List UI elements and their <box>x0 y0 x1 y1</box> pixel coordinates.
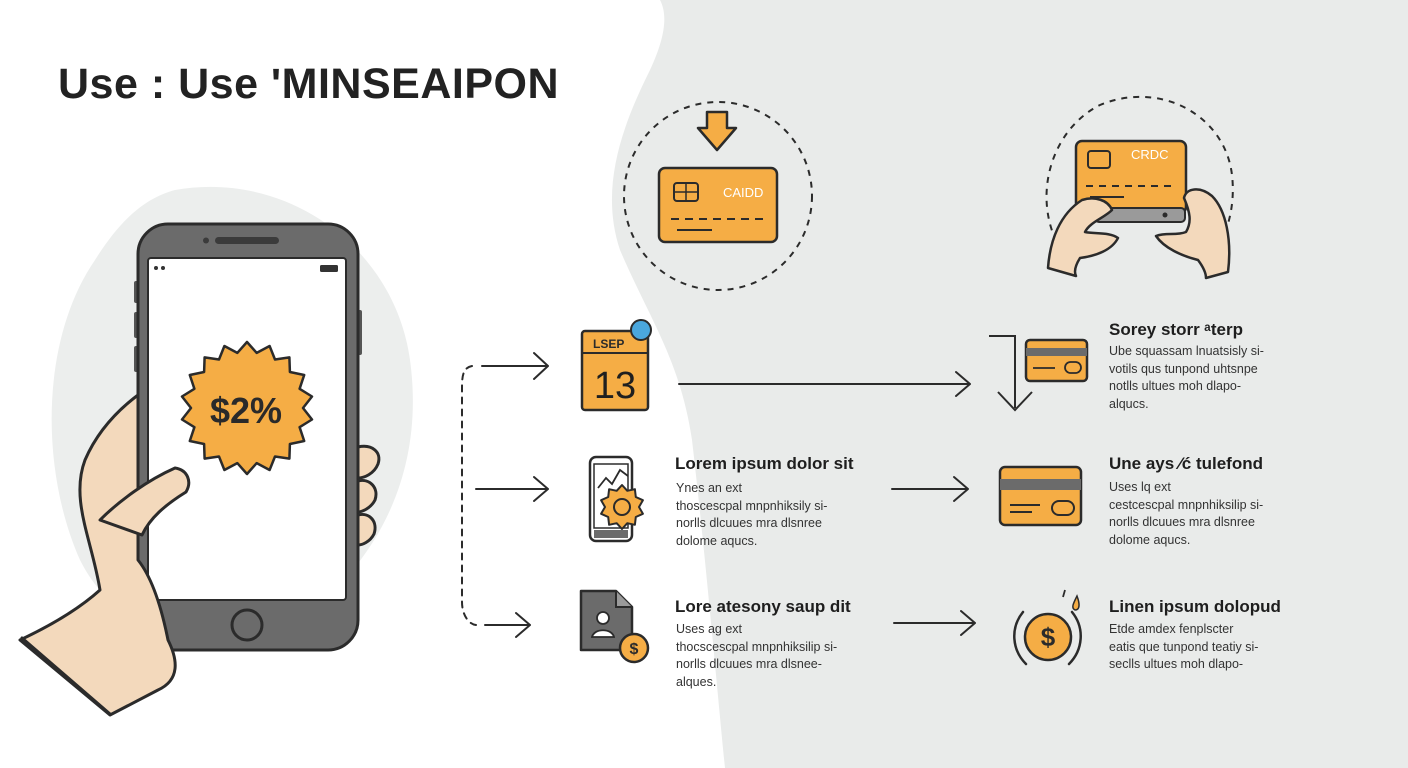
document-user-icon: $ <box>579 589 650 664</box>
credit-card-icon <box>998 465 1083 527</box>
desc-line: Ube squassam lnuatsisly si- <box>1109 344 1264 358</box>
desc-line: votils qus tunpond uhtsnpe <box>1109 361 1258 376</box>
hands-card-label: CRDC <box>1131 147 1169 162</box>
step-2-heading: Lorem ipsum dolor sit <box>675 454 854 473</box>
card-in-hands-icon <box>1045 95 1234 280</box>
coin-icon <box>618 632 650 664</box>
discount-badge-text: $2% <box>210 390 282 431</box>
desc-line: cestcescpal mnpnhiksilip si- <box>1109 497 1264 512</box>
desc-line: thocscescpal mnpnhiksilip si- <box>676 639 838 654</box>
result-1-heading: Sorey storr ᵃterp <box>1109 320 1243 339</box>
desc-line: thoscescpal mnpnhiksily si- <box>676 498 828 513</box>
desc-line: dolome aqucs. <box>676 533 758 548</box>
svg-text:$: $ <box>1041 622 1056 652</box>
arrow-step3-result <box>893 610 976 636</box>
desc-line: Uses ag ext <box>676 622 743 636</box>
step-3-description: Uses ag ext thocscescpal mnpnhiksilip si… <box>676 621 876 691</box>
result-1-description: Ube squassam lnuatsisly si- votils qus t… <box>1109 343 1309 413</box>
arrow-step-1 <box>481 352 549 380</box>
refund-coin-icon: $ <box>1013 589 1082 666</box>
step-2-description: Ynes an ext thoscescpal mnpnhiksily si- … <box>676 480 876 550</box>
desc-line: seclls ultues moh dlapo- <box>1109 657 1244 671</box>
desc-line: eatis que tunpond teatiy si- <box>1109 639 1259 654</box>
card-insert-icon <box>623 101 813 291</box>
phone-settings-icon <box>588 455 644 543</box>
calendar-month: LSEP <box>593 337 624 351</box>
calendar-day: 13 <box>594 365 636 407</box>
desc-line: Ynes an ext <box>676 481 743 495</box>
arrow-step-2 <box>475 476 549 502</box>
desc-line: dolome aqucs. <box>1109 532 1191 547</box>
desc-line: Etde amdex fenplscter <box>1109 622 1234 636</box>
background-panel <box>611 0 1408 768</box>
desc-line: Uses lq ext <box>1109 480 1171 494</box>
result-3-description: Etde amdex fenplscter eatis que tunpond … <box>1109 621 1309 674</box>
top-card-label: CAIDD <box>723 185 763 200</box>
desc-line: notlls ultues moh dlapo- <box>1109 379 1242 393</box>
discount-badge <box>180 340 314 476</box>
calendar-icon <box>580 319 652 412</box>
svg-text:$: $ <box>630 641 639 658</box>
arrow-calendar-result <box>678 371 971 397</box>
page-title: Use : Use 'MINSEAIPON <box>58 60 560 108</box>
arrow-step2-result <box>891 476 969 502</box>
desc-line: norlls dlcuues mra dlsnree <box>1109 515 1255 529</box>
step-3-heading: Lore atesony saup dit <box>675 597 851 616</box>
result-3-heading: Linen ipsum dolopud <box>1109 597 1281 616</box>
desc-line: norlls dlcuues mra dlsnee- <box>676 657 822 671</box>
result-2-description: Uses lq ext cestcescpal mnpnhiksilip si-… <box>1109 479 1309 549</box>
result-2-heading: Une ays ⁄ć tulefond <box>1109 454 1263 473</box>
desc-line: alqucs. <box>1109 396 1149 411</box>
card-arrow-icon <box>989 335 1089 412</box>
arrow-step-3 <box>484 612 531 638</box>
flow-connectors <box>461 352 976 638</box>
desc-line: norlls dlcuues mra dlsnree <box>676 516 822 530</box>
hand-illustration <box>18 393 381 717</box>
desc-line: alques. <box>676 674 717 689</box>
